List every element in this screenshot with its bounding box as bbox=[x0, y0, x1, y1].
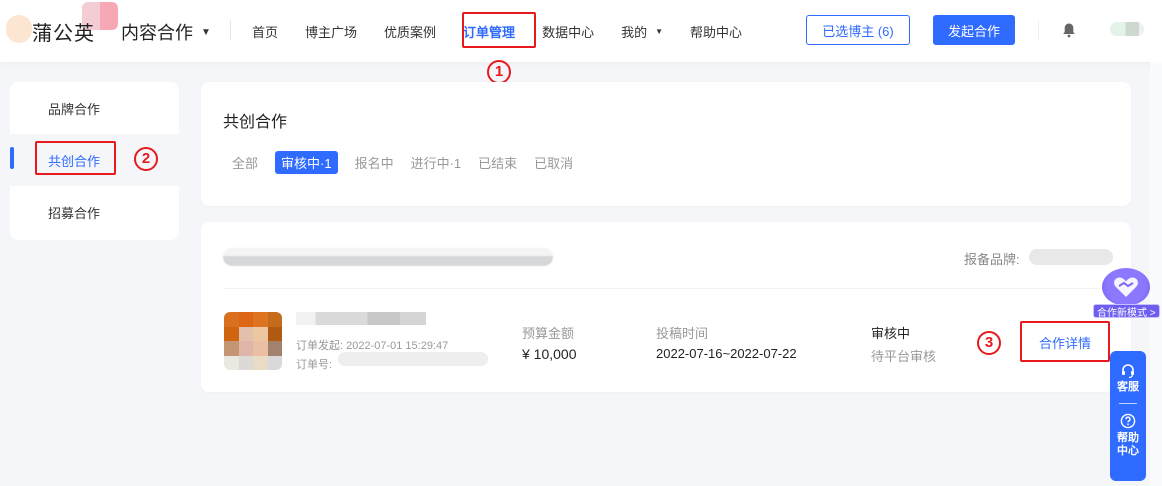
new-mode-handshake-icon[interactable] bbox=[1102, 268, 1150, 306]
nav-label: 优质案例 bbox=[384, 24, 437, 40]
nav-order-management[interactable]: 订单管理 bbox=[463, 22, 515, 41]
nav-label: 我的 bbox=[621, 24, 648, 40]
redacted-order-number bbox=[338, 352, 488, 366]
redacted-order-title bbox=[223, 248, 553, 266]
order-created-time: 订单发起: 2022-07-01 15:29:47 bbox=[296, 340, 449, 352]
bell-icon[interactable] bbox=[1062, 22, 1076, 38]
order-card: 报备品牌: 订单发起: 2022-07-01 15:29:47 订单号: 预算金… bbox=[201, 222, 1131, 392]
main-nav: 首页 博主广场 优质案例 订单管理 数据中心 我的 ▼ 帮助中心 bbox=[252, 0, 769, 62]
tab-reviewing[interactable]: 审核中·1 bbox=[275, 151, 338, 174]
tab-cancelled[interactable]: 已取消 bbox=[534, 156, 574, 171]
blogger-avatar[interactable] bbox=[224, 312, 282, 370]
tab-in-progress[interactable]: 进行中·1 bbox=[410, 156, 462, 171]
sidebar-item-label: 共创合作 bbox=[48, 153, 101, 169]
brand-name[interactable]: 蒲公英 bbox=[32, 23, 95, 45]
sidebar-item-recruitment[interactable]: 招募合作 bbox=[10, 186, 179, 238]
active-indicator bbox=[10, 147, 14, 169]
annotation-number-3: 3 bbox=[977, 331, 1001, 355]
order-number-label: 订单号: bbox=[296, 359, 333, 371]
redacted-blogger-name bbox=[296, 312, 426, 325]
divider bbox=[223, 288, 1111, 289]
nav-data-center[interactable]: 数据中心 bbox=[542, 22, 594, 41]
budget-label: 预算金额 bbox=[522, 326, 575, 341]
divider bbox=[230, 20, 231, 40]
new-mode-label[interactable]: 合作新模式 > bbox=[1093, 304, 1160, 319]
filter-card: 共创合作 全部 审核中·1 报名中 进行中·1 已结束 已取消 bbox=[201, 82, 1131, 206]
nav-cases[interactable]: 优质案例 bbox=[384, 22, 436, 41]
nav-label: 首页 bbox=[252, 24, 279, 40]
chevron-down-icon: ▼ bbox=[201, 26, 211, 38]
chevron-down-icon: ▼ bbox=[655, 26, 664, 36]
page-edge bbox=[1150, 62, 1162, 486]
annotation-number-2: 2 bbox=[134, 147, 158, 171]
tab-signing-up[interactable]: 报名中 bbox=[354, 156, 394, 171]
product-switcher[interactable]: 内容合作 ▼ bbox=[121, 19, 211, 45]
sidebar-item-label: 品牌合作 bbox=[48, 101, 101, 117]
submission-time-value: 2022-07-16~2022-07-22 bbox=[656, 346, 797, 361]
top-header: 蒲公英 内容合作 ▼ 首页 博主广场 优质案例 订单管理 数据中心 我的 ▼ 帮助… bbox=[0, 0, 1162, 62]
page-title: 共创合作 bbox=[223, 114, 288, 131]
sidebar-item-brand-cooperation[interactable]: 品牌合作 bbox=[10, 82, 179, 134]
budget-column: 预算金额 ¥ 10,000 bbox=[522, 323, 577, 362]
start-cooperation-button[interactable]: 发起合作 bbox=[933, 15, 1015, 45]
nav-label: 订单管理 bbox=[463, 24, 516, 40]
service-help-panel: 客服 帮助中心 bbox=[1110, 351, 1146, 481]
sidebar-item-label: 招募合作 bbox=[48, 205, 101, 221]
help-circle-icon[interactable] bbox=[1120, 413, 1136, 429]
redacted-logo-mark bbox=[82, 2, 118, 30]
nav-label: 博主广场 bbox=[305, 24, 358, 40]
tab-ended[interactable]: 已结束 bbox=[478, 156, 518, 171]
nav-help-center[interactable]: 帮助中心 bbox=[690, 22, 742, 41]
nav-blogger-square[interactable]: 博主广场 bbox=[305, 22, 357, 41]
product-name: 内容合作 bbox=[121, 23, 193, 43]
headset-icon[interactable] bbox=[1121, 363, 1135, 379]
nav-label: 数据中心 bbox=[542, 24, 595, 40]
logo-icon bbox=[6, 15, 32, 43]
help-center-button[interactable]: 帮助中心 bbox=[1117, 432, 1139, 457]
divider bbox=[1119, 403, 1137, 404]
selected-bloggers-button[interactable]: 已选博主 (6) bbox=[806, 15, 910, 45]
submission-time-label: 投稿时间 bbox=[656, 326, 709, 341]
divider bbox=[1038, 20, 1039, 40]
nav-mine[interactable]: 我的 ▼ bbox=[621, 22, 663, 41]
annotation-box-2 bbox=[35, 141, 116, 175]
nav-home[interactable]: 首页 bbox=[252, 22, 278, 41]
annotation-box-3 bbox=[1020, 321, 1110, 362]
redacted-brand-value bbox=[1029, 249, 1113, 265]
annotation-box-1 bbox=[462, 12, 536, 48]
status-badge: 审核中 bbox=[871, 326, 911, 341]
annotation-number-1: 1 bbox=[487, 60, 511, 84]
budget-value: ¥ 10,000 bbox=[522, 346, 577, 362]
brand-label: 报备品牌: bbox=[964, 252, 1020, 267]
status-column: 审核中 待平台审核 bbox=[871, 323, 936, 365]
tab-all[interactable]: 全部 bbox=[232, 156, 259, 171]
status-tabs: 全部 审核中·1 报名中 进行中·1 已结束 已取消 bbox=[232, 151, 590, 174]
nav-label: 帮助中心 bbox=[690, 24, 743, 40]
status-subtext: 待平台审核 bbox=[871, 349, 937, 364]
user-avatar[interactable] bbox=[1110, 22, 1144, 36]
cooperation-detail-link[interactable]: 合作详情 bbox=[1038, 335, 1091, 351]
customer-service-button[interactable]: 客服 bbox=[1117, 381, 1139, 393]
submission-time-column: 投稿时间 2022-07-16~2022-07-22 bbox=[656, 323, 797, 361]
